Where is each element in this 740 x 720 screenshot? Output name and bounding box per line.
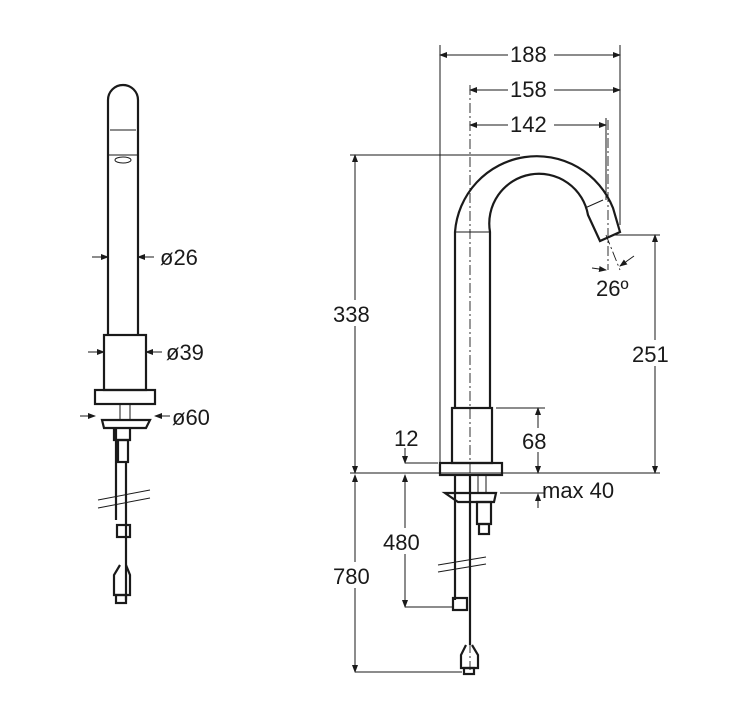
dim-body-height: 68 [522,429,546,454]
front-mounting-plate [100,418,152,430]
front-view: ø26 ø39 ø60 [80,83,210,605]
dim-total-hose-length: 780 [333,564,370,589]
front-base-plate [93,388,157,406]
dim-max-counter-thickness: max 40 [542,478,614,503]
front-spout-tube [106,83,140,335]
dim-reach-outlet-center: 142 [510,112,547,137]
aerator-icon [114,156,132,164]
side-spout [453,155,622,408]
dim-overall-reach: 188 [510,42,547,67]
side-view: 188 158 142 26º 338 251 12 68 max 40 [330,42,680,676]
dim-outlet-angle: 26º [596,276,629,301]
side-body [450,406,494,465]
front-body [102,333,148,392]
dim-body-diameter: ø39 [166,340,204,365]
dim-overall-height: 338 [333,302,370,327]
dim-outlet-height: 251 [632,342,669,367]
dim-spout-diameter: ø26 [160,245,198,270]
dim-hose-length: 480 [383,530,420,555]
dim-reach-outlet-edge: 158 [510,77,547,102]
dim-base-thickness: 12 [394,426,418,451]
dim-base-diameter: ø60 [172,405,210,430]
